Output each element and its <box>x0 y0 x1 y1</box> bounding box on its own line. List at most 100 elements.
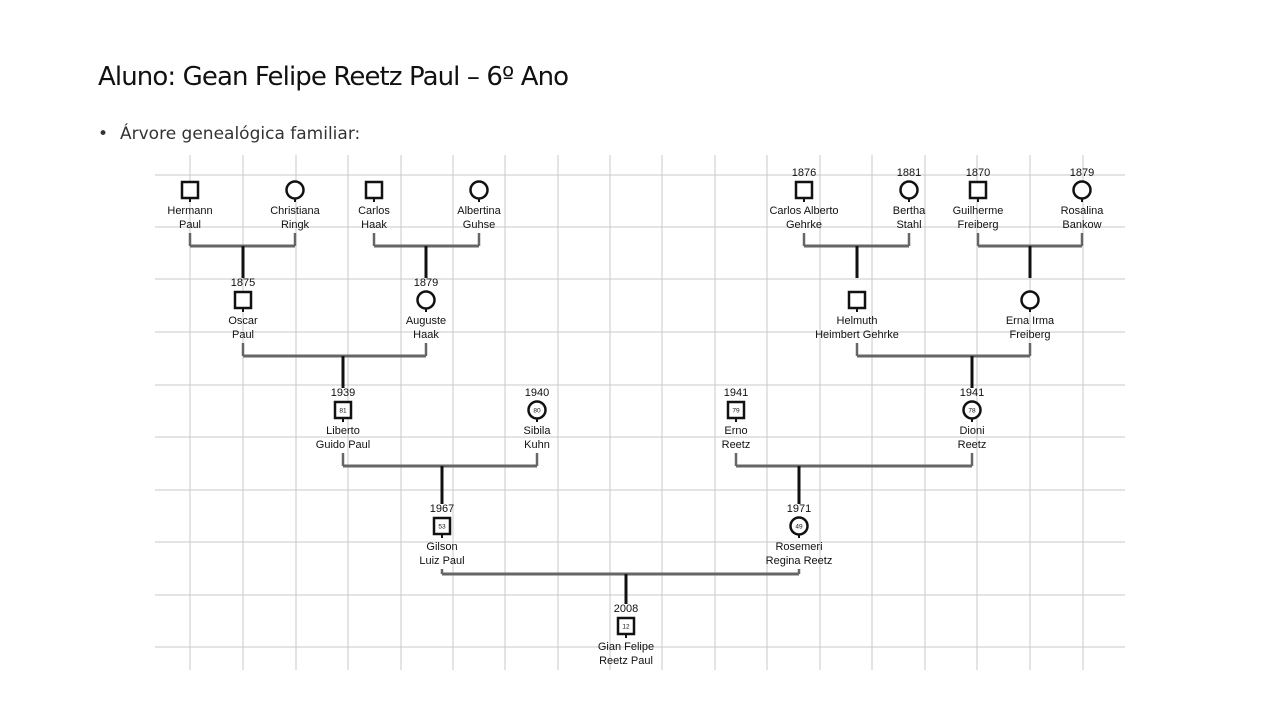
birth-year: 1879 <box>414 277 438 289</box>
bullet-dot: • <box>98 124 109 144</box>
person-name-line1: Bertha <box>893 205 926 217</box>
person-name-line1: Erno <box>724 425 747 437</box>
person-name-line2: Kuhn <box>524 439 550 451</box>
birth-year: 1876 <box>792 167 816 179</box>
person-name-line1: Carlos Alberto <box>769 205 838 217</box>
birth-year: 1941 <box>960 387 984 399</box>
female-circle-icon <box>1072 180 1092 200</box>
person-name-line1: Christiana <box>270 205 320 217</box>
female-circle-icon <box>1020 290 1040 310</box>
female-circle-icon <box>962 400 982 420</box>
person-name-line1: Rosemeri <box>775 541 822 553</box>
person-name-line2: Ringk <box>281 219 310 231</box>
male-square-icon <box>794 180 814 200</box>
person-name-line1: Dioni <box>959 425 984 437</box>
person-name-line1: Liberto <box>326 425 360 437</box>
person-name-line2: Reetz <box>958 439 987 451</box>
birth-year: 1881 <box>897 167 921 179</box>
person-name-line1: Gilson <box>426 541 457 553</box>
age-label: 79 <box>732 408 740 415</box>
person-name-line1: Helmuth <box>837 315 878 327</box>
birth-year: 1875 <box>231 277 255 289</box>
birth-year: 1879 <box>1070 167 1094 179</box>
person-name-line2: Bankow <box>1062 219 1101 231</box>
person-name-line2: Paul <box>179 219 201 231</box>
female-circle-icon <box>899 180 919 200</box>
person-name-line2: Regina Reetz <box>766 555 833 567</box>
person-name-line2: Paul <box>232 329 254 341</box>
male-square-icon <box>616 616 636 636</box>
age-label: 80 <box>533 408 541 415</box>
person-name-line1: Oscar <box>228 315 258 327</box>
male-square-icon <box>726 400 746 420</box>
person-name-line2: Freiberg <box>958 219 999 231</box>
male-square-icon <box>180 180 200 200</box>
person-name-line2: Reetz Paul <box>599 655 653 667</box>
birth-year: 2008 <box>614 603 638 615</box>
birth-year: 1870 <box>966 167 990 179</box>
birth-year: 1967 <box>430 503 454 515</box>
male-square-icon <box>333 400 353 420</box>
person-name-line1: Auguste <box>406 315 446 327</box>
connector-lines <box>188 233 1084 604</box>
slide-title: Aluno: Gean Felipe Reetz Paul – 6º Ano <box>98 62 569 92</box>
person-name-line2: Guhse <box>463 219 495 231</box>
age-label: 12 <box>622 624 630 631</box>
birth-year: 1971 <box>787 503 811 515</box>
male-square-icon <box>364 180 384 200</box>
person-name-line2: Freiberg <box>1010 329 1051 341</box>
male-square-icon <box>847 290 867 310</box>
person-name-line1: Hermann <box>167 205 212 217</box>
female-circle-icon <box>789 516 809 536</box>
person-name-line2: Reetz <box>722 439 751 451</box>
bullet-text: Árvore genealógica familiar: <box>120 124 361 144</box>
person-name-line2: Stahl <box>896 219 921 231</box>
person-name-line2: Gehrke <box>786 219 822 231</box>
person-name-line2: Luiz Paul <box>419 555 464 567</box>
male-square-icon <box>968 180 988 200</box>
female-circle-icon <box>416 290 436 310</box>
male-square-icon <box>233 290 253 310</box>
age-label: 81 <box>339 408 347 415</box>
person-name-line2: Haak <box>361 219 387 231</box>
person-name-line1: Erna Irma <box>1006 315 1055 327</box>
person-name-line1: Gian Felipe <box>598 641 654 653</box>
person-name-line2: Guido Paul <box>316 439 370 451</box>
person-name-line1: Sibila <box>524 425 552 437</box>
birth-year: 1940 <box>525 387 549 399</box>
person-name-line1: Carlos <box>358 205 390 217</box>
person-name-line1: Rosalina <box>1061 205 1105 217</box>
person-name-line1: Guilherme <box>953 205 1004 217</box>
female-circle-icon <box>527 400 547 420</box>
age-label: 49 <box>795 524 803 531</box>
age-label: 78 <box>968 408 976 415</box>
female-circle-icon <box>469 180 489 200</box>
person-name-line2: Heimbert Gehrke <box>815 329 899 341</box>
female-circle-icon <box>285 180 305 200</box>
person-name-line1: Albertina <box>457 205 501 217</box>
male-square-icon <box>432 516 452 536</box>
birth-year: 1941 <box>724 387 748 399</box>
bullet-item: • Árvore genealógica familiar: <box>98 124 360 144</box>
age-label: 53 <box>438 524 446 531</box>
birth-year: 1939 <box>331 387 355 399</box>
